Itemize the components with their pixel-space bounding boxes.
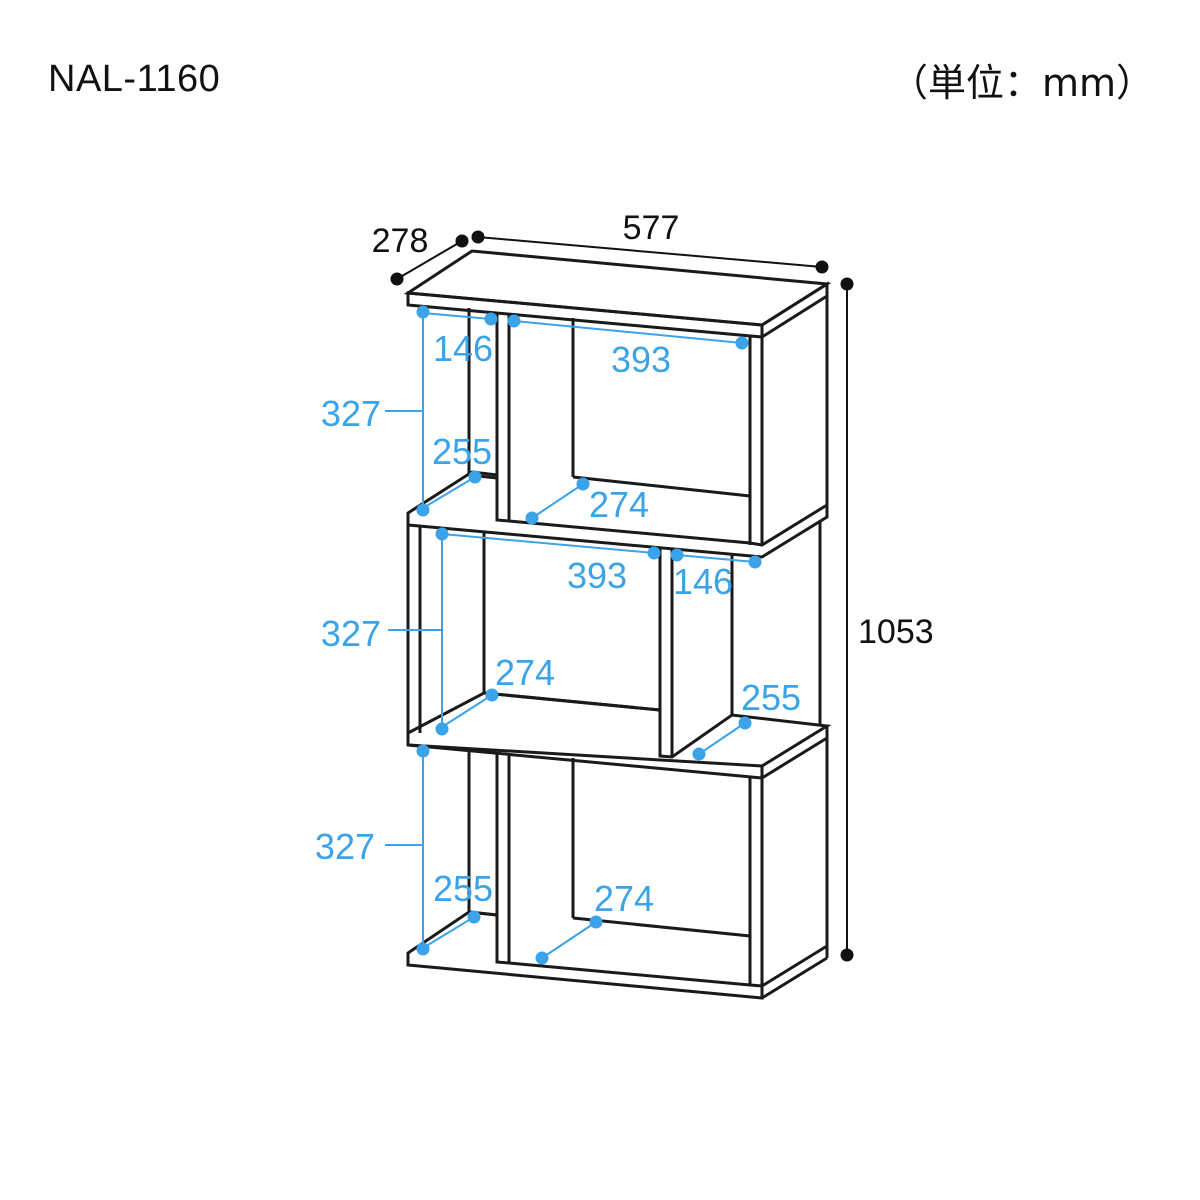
depth-dimension-line (396, 240, 463, 280)
top-tier-height-label: 327 (321, 393, 381, 434)
lower-shelf-board (406, 691, 832, 768)
shelf-outline (403, 249, 832, 1000)
height-dot-end (840, 948, 854, 962)
bottom-panel (406, 910, 828, 1000)
height-dot-start (840, 277, 854, 291)
middle-shelf-upper (406, 470, 829, 559)
top-panel-side (760, 281, 829, 340)
width-dot-end (815, 260, 829, 274)
internal-dimension-lines (385, 305, 762, 965)
middle-tier-height-label: 327 (321, 613, 381, 654)
top-tier-small-depth-label: 255 (432, 431, 492, 472)
bottom-tier-large-depth-label: 274 (594, 878, 654, 919)
middle-tier-small-width-label: 146 (673, 561, 733, 602)
middle-tier-large-width-label: 393 (567, 555, 627, 596)
overall-dimension-labels: 278 577 1053 (372, 209, 934, 651)
top-tier-large-depth-label: 274 (589, 484, 649, 525)
unit-label: （単位：mm） (889, 61, 1154, 105)
internal-dimension-labels: 327 146 393 255 274 327 393 146 274 255 … (315, 328, 801, 919)
width-dot-start (471, 230, 485, 244)
model-number: NAL-1160 (48, 58, 221, 100)
depth-dot-end (455, 234, 469, 248)
depth-dot-start (390, 272, 404, 286)
depth-label: 278 (372, 222, 429, 260)
overall-dimensions (390, 230, 854, 962)
width-label: 577 (623, 209, 680, 247)
width-dimension-line (477, 236, 823, 268)
middle-tier-large-depth-label: 274 (495, 652, 555, 693)
top-tier-small-width-label: 146 (433, 328, 493, 369)
bottom-tier-height-label: 327 (315, 826, 375, 867)
height-label: 1053 (858, 613, 934, 651)
top-tier-large-width-label: 393 (611, 339, 671, 380)
middle-tier-small-depth-label: 255 (741, 677, 801, 718)
bottom-tier-small-depth-label: 255 (433, 868, 493, 909)
